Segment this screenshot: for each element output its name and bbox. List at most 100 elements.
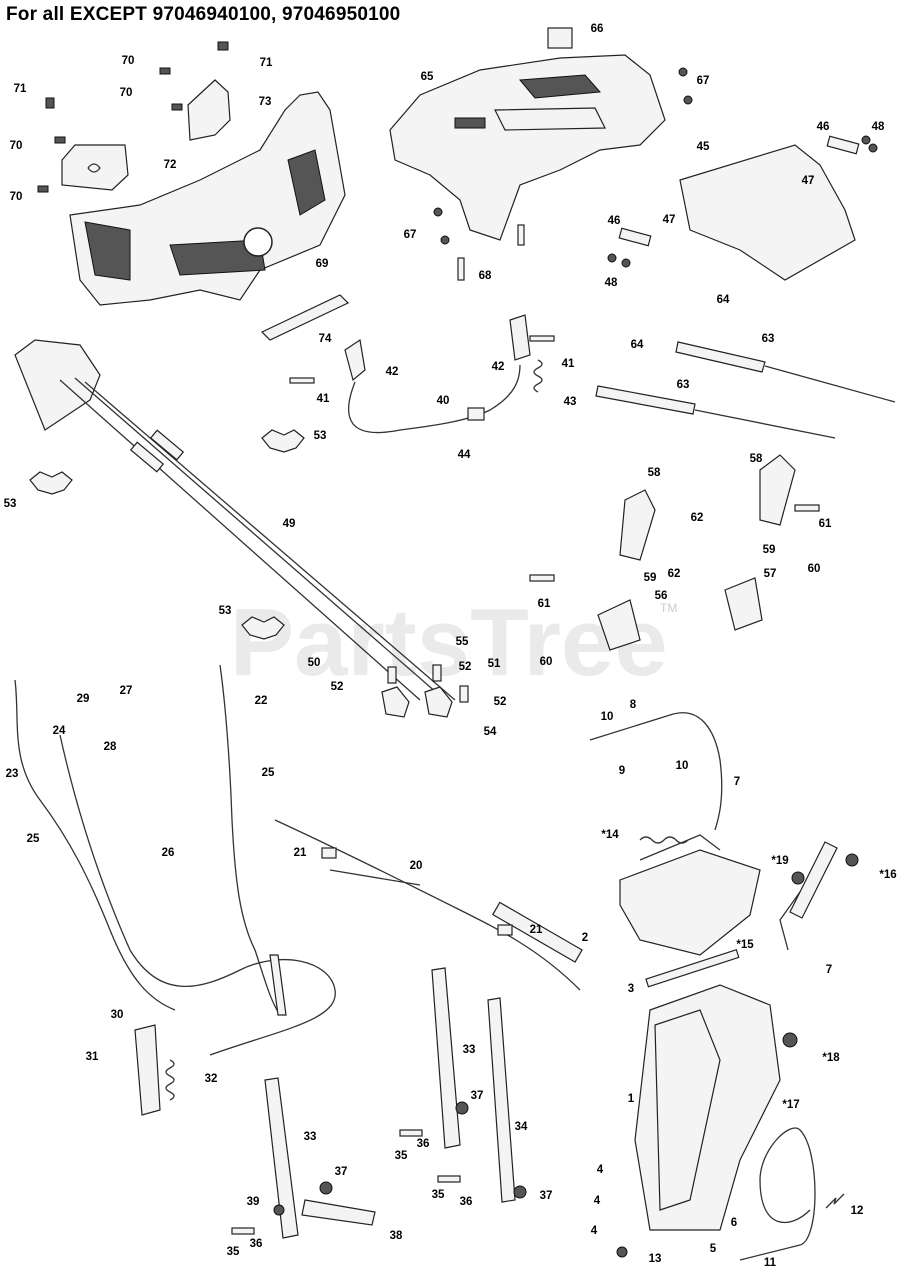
callout-37: 37 [335,1166,348,1178]
wire-rod-11 [739,1127,816,1261]
wire-harness-20 [274,819,583,991]
callout-61: 61 [538,598,551,610]
callout-47: 47 [663,214,676,226]
callout-53: 53 [4,498,17,510]
callout-2: 2 [582,932,588,944]
callout-41: 41 [562,358,575,370]
callout-61: 61 [819,518,832,530]
callout-68: 68 [479,270,492,282]
callout-36: 36 [250,1238,263,1250]
callout-29: 29 [77,693,90,705]
callout-36: 36 [460,1196,473,1208]
callout-10: 10 [601,711,614,723]
callout-3: 3 [628,983,634,995]
drive-cables-22-24 [14,664,336,1056]
callout-60: 60 [808,563,821,575]
callout-9: 9 [619,765,625,777]
callout-43: 43 [564,396,577,408]
callout-46: 46 [817,121,830,133]
dash-panel-69 [69,91,346,306]
callout-37: 37 [540,1190,553,1202]
callout-71: 71 [14,83,27,95]
callout-5: 5 [710,1243,717,1255]
bracket-30 [134,1024,161,1116]
watermark: PartsTree TM [230,589,677,696]
callout-44: 44 [458,449,471,461]
callout-70: 70 [122,55,135,67]
pivot-assemblies-50-55 [381,664,469,718]
clips-53 [29,429,305,640]
callout-36: 36 [417,1138,430,1150]
brackets-33-34-38 [264,967,516,1239]
callout-67: 67 [697,75,710,87]
callout-4: 4 [597,1164,604,1176]
callout-21: 21 [530,924,543,936]
callout-31: 31 [86,1051,99,1063]
switch-bracket-72 [61,144,129,191]
callout-25: 25 [27,833,40,845]
callout-48: 48 [872,121,885,133]
callout-52: 52 [459,661,472,673]
callout-13: 13 [649,1253,662,1265]
callout-32: 32 [205,1073,218,1085]
callout-47: 47 [802,175,815,187]
callout-52: 52 [494,696,507,708]
callout-65: 65 [421,71,434,83]
callout-70: 70 [10,140,23,152]
callout-64: 64 [717,294,730,306]
callout-30: 30 [111,1009,124,1021]
callout-25: 25 [262,767,275,779]
callout-56: 56 [655,590,668,602]
callout-star-15: *15 [736,939,754,951]
callout-70: 70 [120,87,133,99]
discharge-chute-1 [634,948,781,1231]
callout-4: 4 [591,1225,598,1237]
callout-20: 20 [410,860,423,872]
callout-35: 35 [227,1246,240,1258]
callout-21: 21 [294,847,307,859]
callout-star-18: *18 [822,1052,840,1064]
callout-62: 62 [668,568,681,580]
callout-7: 7 [734,776,740,788]
callout-11: 11 [764,1257,777,1269]
pins-41-43 [289,335,555,393]
switch-bracket-73 [187,79,231,141]
handle-assembly-49 [14,339,456,701]
bolts-springs-nuts [231,1101,527,1235]
callout-66: 66 [591,23,604,35]
cable-assembly-40 [344,314,531,434]
callout-star-16: *16 [879,869,896,881]
callout-51: 51 [488,658,501,670]
callout-4: 4 [594,1195,601,1207]
callout-49: 49 [283,518,296,530]
callout-72: 72 [164,159,177,171]
callout-22: 22 [255,695,268,707]
callout-12: 12 [851,1205,864,1217]
callout-27: 27 [120,685,133,697]
control-housing-65 [389,27,666,241]
callout-38: 38 [390,1230,403,1242]
callout-42: 42 [492,361,505,373]
callout-58: 58 [648,467,661,479]
callout-57: 57 [764,568,777,580]
callout-53: 53 [219,605,232,617]
callout-24: 24 [53,725,66,737]
callout-37: 37 [471,1090,484,1102]
callout-67: 67 [404,229,417,241]
callout-48: 48 [605,277,618,289]
chute-deflector-45 [679,144,856,281]
spring-32 [165,1059,175,1101]
callout-63: 63 [677,379,690,391]
callout-52: 52 [331,681,344,693]
callout-62: 62 [691,512,704,524]
callout-6: 6 [731,1217,737,1229]
callout-star-17: *17 [782,1099,799,1111]
callout-70: 70 [10,191,23,203]
callout-23: 23 [6,768,19,780]
callout-33: 33 [463,1044,476,1056]
watermark-trademark: TM [660,601,677,615]
handle-grips-63 [595,341,896,439]
bracket-74 [260,294,350,341]
callout-54: 54 [484,726,497,738]
